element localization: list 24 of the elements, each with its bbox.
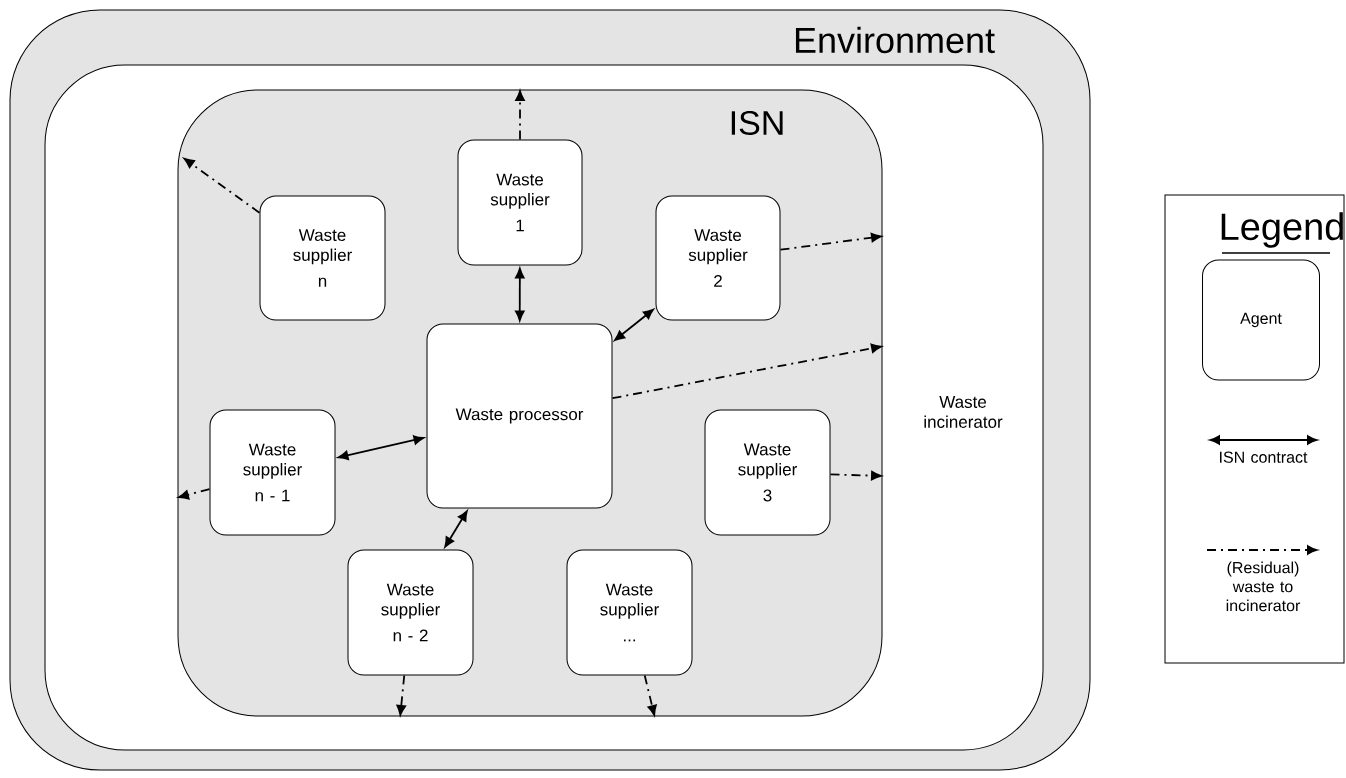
agent-box: Waste processor [426, 323, 613, 509]
dash-dot-arrow [396, 674, 406, 716]
dash-dot-arrow [178, 488, 211, 500]
agent-box: Waste supplier 3 [704, 409, 831, 536]
agent-box: Waste supplier 1 [457, 139, 583, 266]
legend-label: (Residual) waste to incinerator [1226, 561, 1301, 612]
agent-box: Waste supplier n - 1 [209, 409, 336, 536]
double-arrow [444, 510, 468, 548]
agent-sample: Agent [1202, 259, 1320, 381]
double-arrow [515, 267, 525, 322]
dash-dot-arrow [643, 674, 657, 716]
legend-label: ISN contract [1220, 451, 1308, 463]
agent-box: Waste supplier n - 2 [347, 549, 474, 676]
double-arrow [614, 308, 654, 341]
legend-heading: Legend [1221, 212, 1343, 254]
dash-dot-arrow [829, 470, 882, 481]
dash-dot-arrow [183, 158, 261, 214]
agent-box: Waste supplier ... [566, 549, 693, 676]
dash-dot-arrow [515, 90, 525, 141]
dash-dot-arrow [779, 232, 882, 251]
agent-box: Waste supplier 2 [655, 195, 781, 321]
agent-box: Waste supplier n [259, 195, 386, 321]
dash-dot-arrow [611, 343, 882, 400]
double-arrow [337, 435, 425, 461]
